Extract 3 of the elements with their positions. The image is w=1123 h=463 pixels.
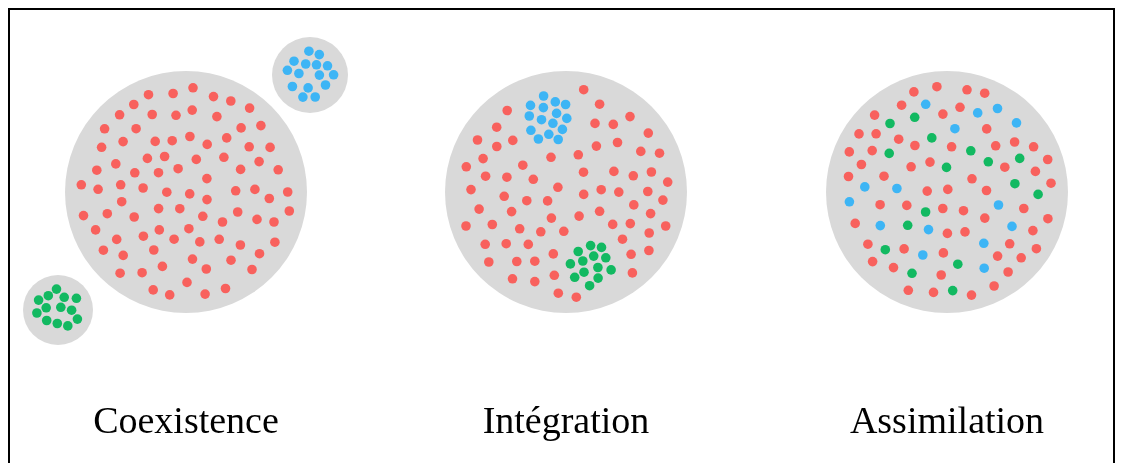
node-label: Intégration — [482, 398, 650, 442]
node-label: Coexistence — [93, 398, 279, 442]
node-label: Assimilation — [849, 398, 1045, 442]
